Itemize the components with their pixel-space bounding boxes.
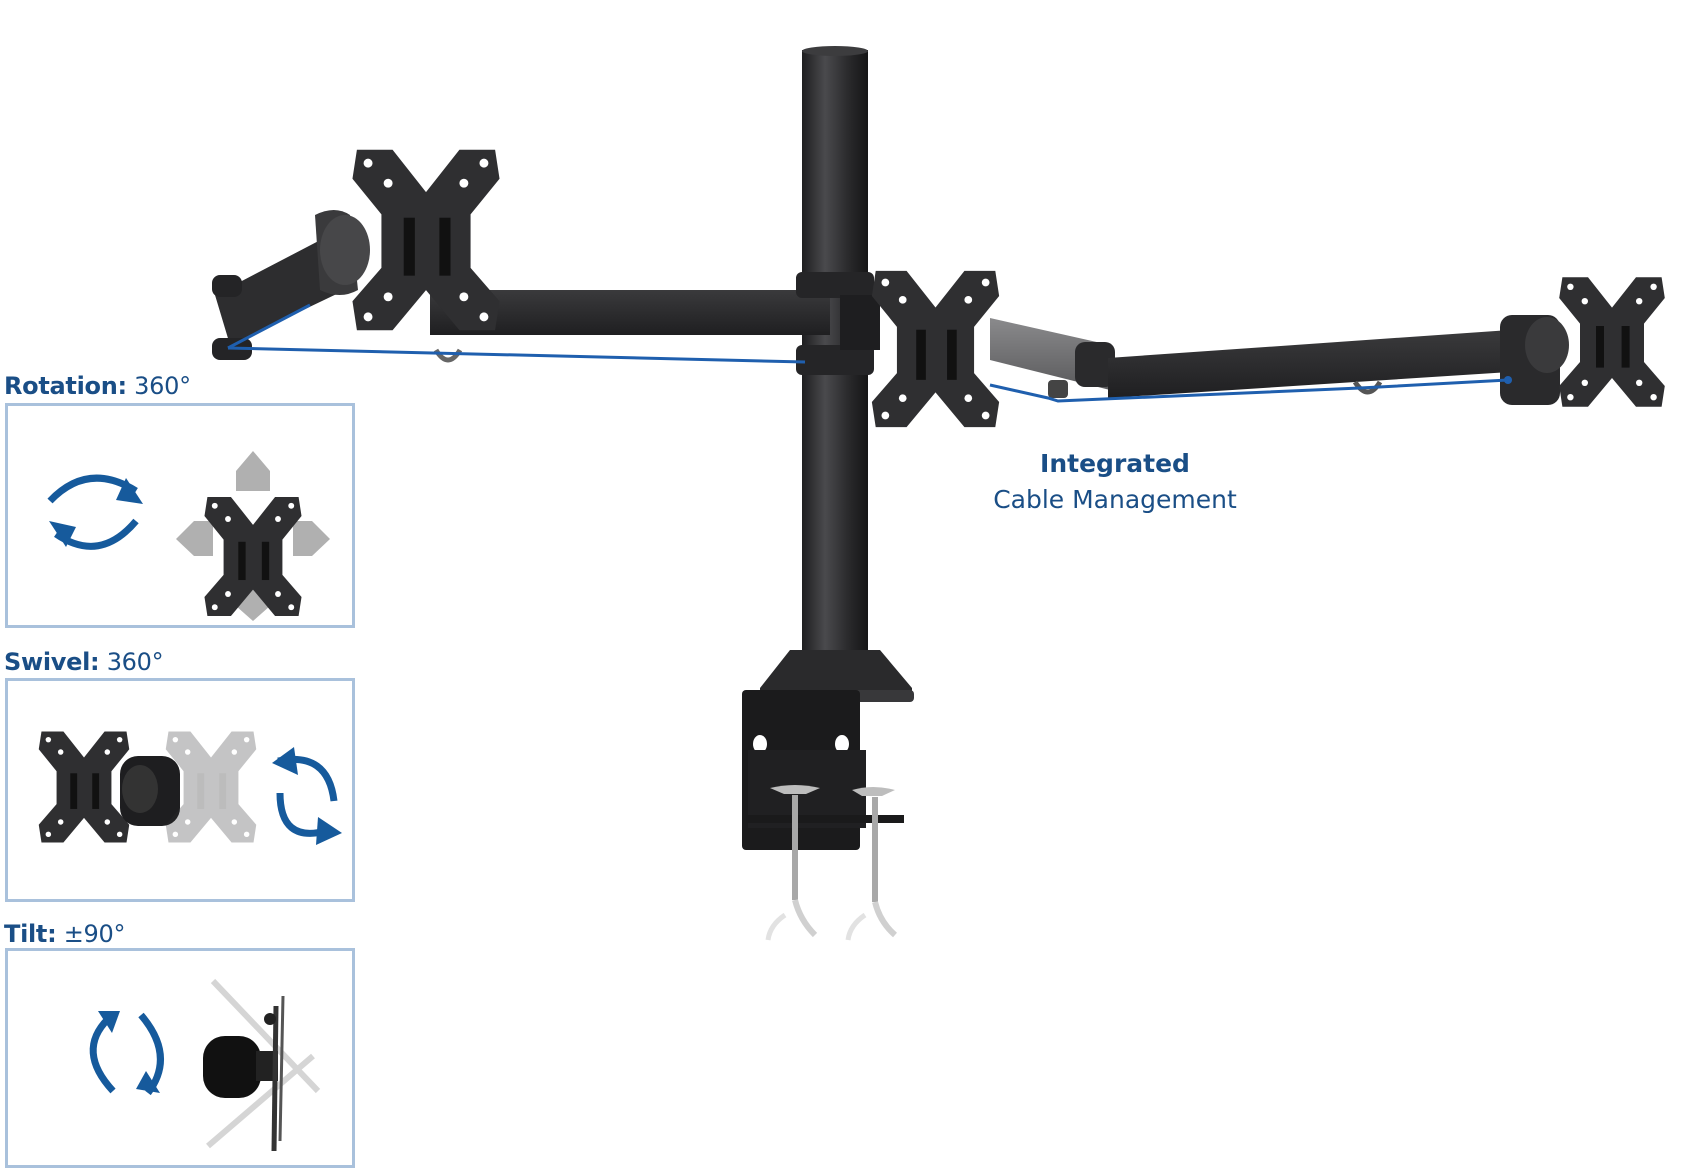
rotation-plate-diagram [176,451,330,621]
right-monitor-arm [990,277,1665,407]
rotation-label: Rotation: 360° [4,372,191,400]
swivel-title: Swivel: [4,648,100,676]
rotate-arrows-icon [47,474,143,550]
tilt-panel [5,948,355,1168]
tilt-title: Tilt: [4,920,57,948]
cable-management-line [227,303,1512,403]
desk-clamp [742,650,914,941]
rotation-title: Rotation: [4,372,127,400]
callout-line-1: Integrated [1040,449,1190,478]
tilt-plate-diagram [203,978,321,1152]
rotation-panel [5,403,355,628]
swivel-label: Swivel: 360° [4,648,164,676]
swivel-arrows-icon [272,747,342,845]
rotation-value: 360° [134,372,191,400]
callout-line-2: Cable Management [993,485,1237,514]
cable-management-callout: Integrated Cable Management [990,446,1240,518]
center-monitor-plate [871,270,1000,428]
tilt-value: ±90° [63,920,126,948]
left-monitor-arm [212,149,830,363]
tilt-label: Tilt: ±90° [4,920,126,948]
swivel-value: 360° [106,648,164,676]
tilt-arrows-icon [89,1011,164,1096]
swivel-plate-diagram [38,731,257,843]
pole-collar [796,272,880,375]
swivel-panel [5,678,355,902]
